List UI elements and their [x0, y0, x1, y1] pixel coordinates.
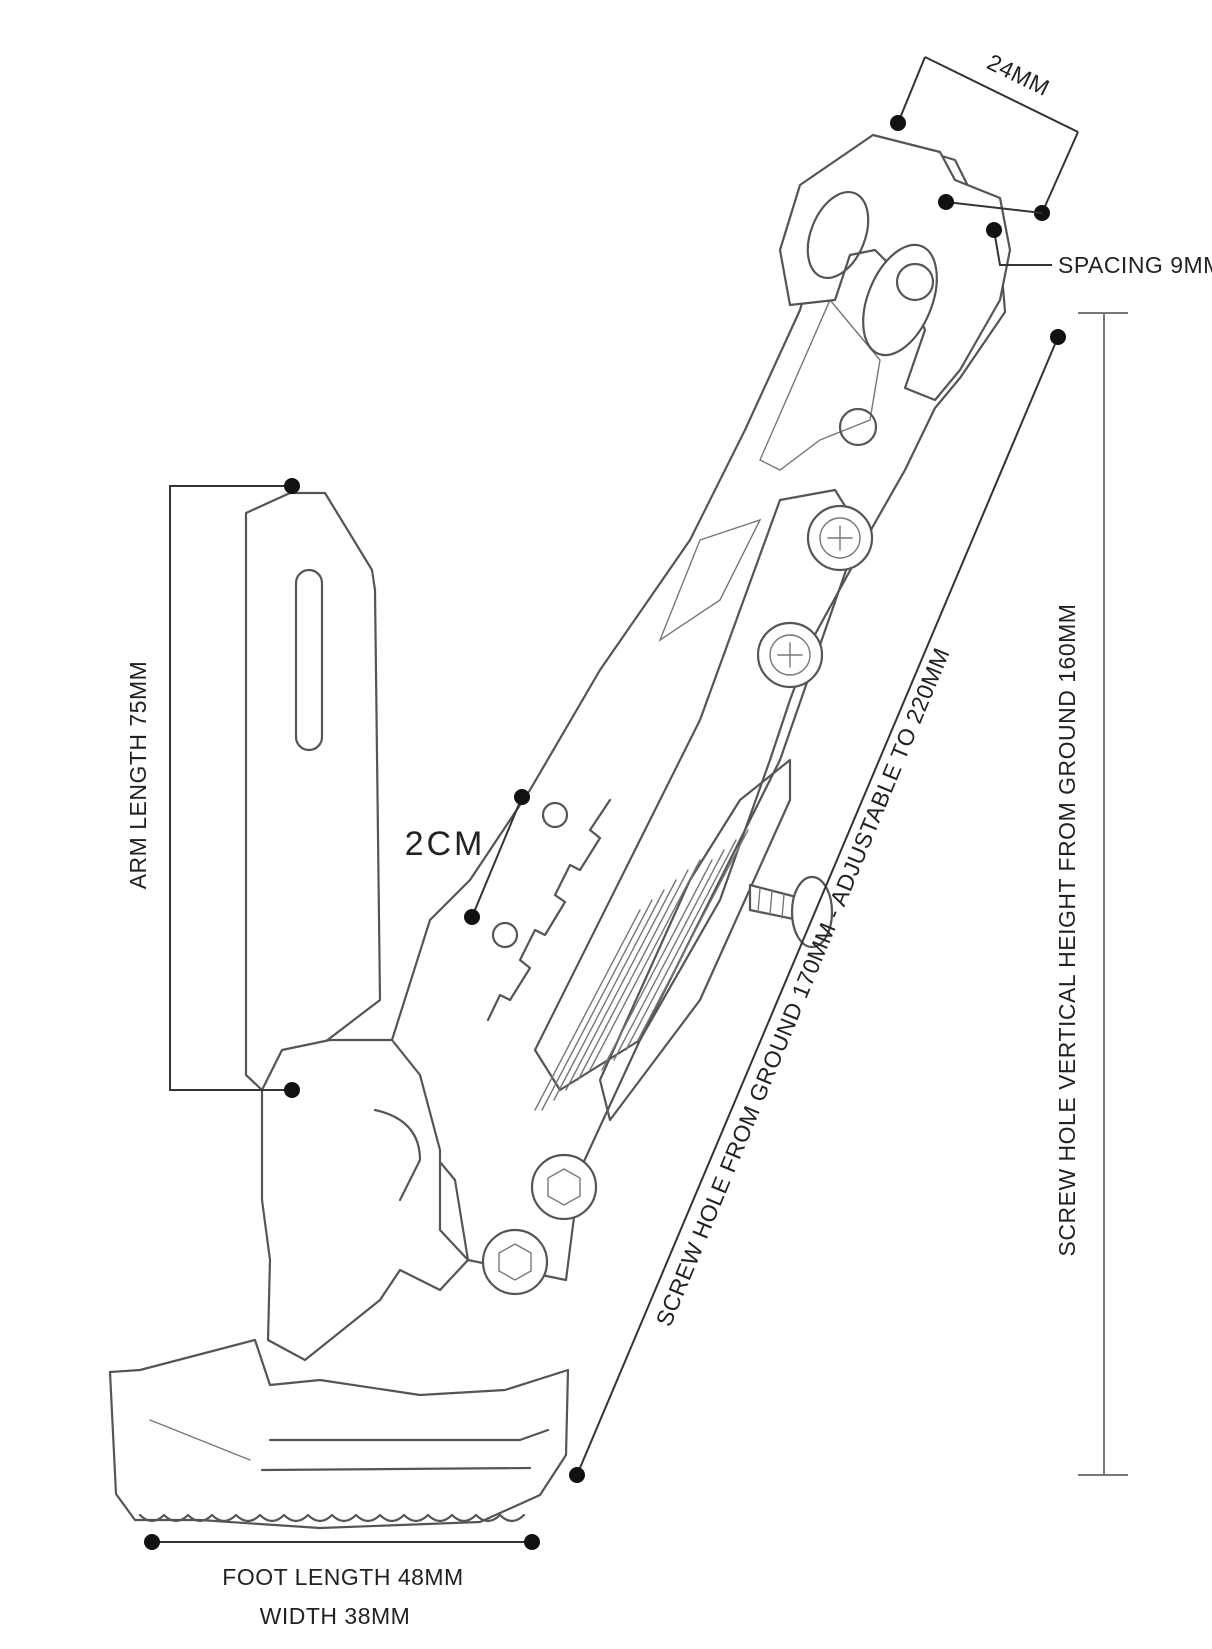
adjustment-ribs [534, 758, 792, 1122]
dim-foot: FOOT LENGTH 48MM WIDTH 38MM [144, 1534, 540, 1629]
dim-dot [284, 478, 300, 494]
dim-dot [890, 115, 906, 131]
dim-dot [144, 1534, 160, 1550]
dim-screw-hole-vertical: SCREW HOLE VERTICAL HEIGHT FROM GROUND 1… [1054, 312, 1128, 1476]
label-screw-hole-vertical: SCREW HOLE VERTICAL HEIGHT FROM GROUND 1… [1054, 604, 1080, 1257]
base-bracket [260, 1038, 470, 1362]
stand-leg [390, 133, 1007, 1282]
label-foot-width: WIDTH 38MM [260, 1603, 411, 1629]
dim-dot [938, 194, 954, 210]
dim-dot [514, 789, 530, 805]
label-top-width: 24MM [983, 49, 1054, 101]
dim-spacing: SPACING 9MM [938, 194, 1212, 278]
dim-dot [524, 1534, 540, 1550]
label-arm-length: ARM LENGTH 75MM [125, 661, 151, 890]
foot [108, 1338, 570, 1530]
clevis-slot [862, 243, 938, 357]
label-spacing: SPACING 9MM [1058, 252, 1212, 278]
dim-arm-length: ARM LENGTH 75MM [125, 478, 300, 1098]
bolt-lower-2 [481, 1228, 549, 1296]
clevis-nut [895, 262, 935, 302]
arm-slot [294, 568, 324, 752]
slot-hole-lower [491, 921, 519, 949]
dim-dot [1050, 329, 1066, 345]
dim-slot-step: 2CM [405, 789, 530, 925]
bolt-lower-1 [530, 1153, 598, 1221]
label-foot-length: FOOT LENGTH 48MM [222, 1564, 463, 1590]
dim-dot [464, 909, 480, 925]
arm-plate [244, 491, 382, 1092]
dim-dot [986, 222, 1002, 238]
pivot-hole [806, 190, 870, 280]
label-slot-step: 2CM [405, 825, 486, 863]
small-bolt-top [838, 407, 878, 447]
side-screw [748, 875, 834, 949]
dim-dot [284, 1082, 300, 1098]
dim-dot [569, 1467, 585, 1483]
slot-hole-upper [541, 801, 569, 829]
